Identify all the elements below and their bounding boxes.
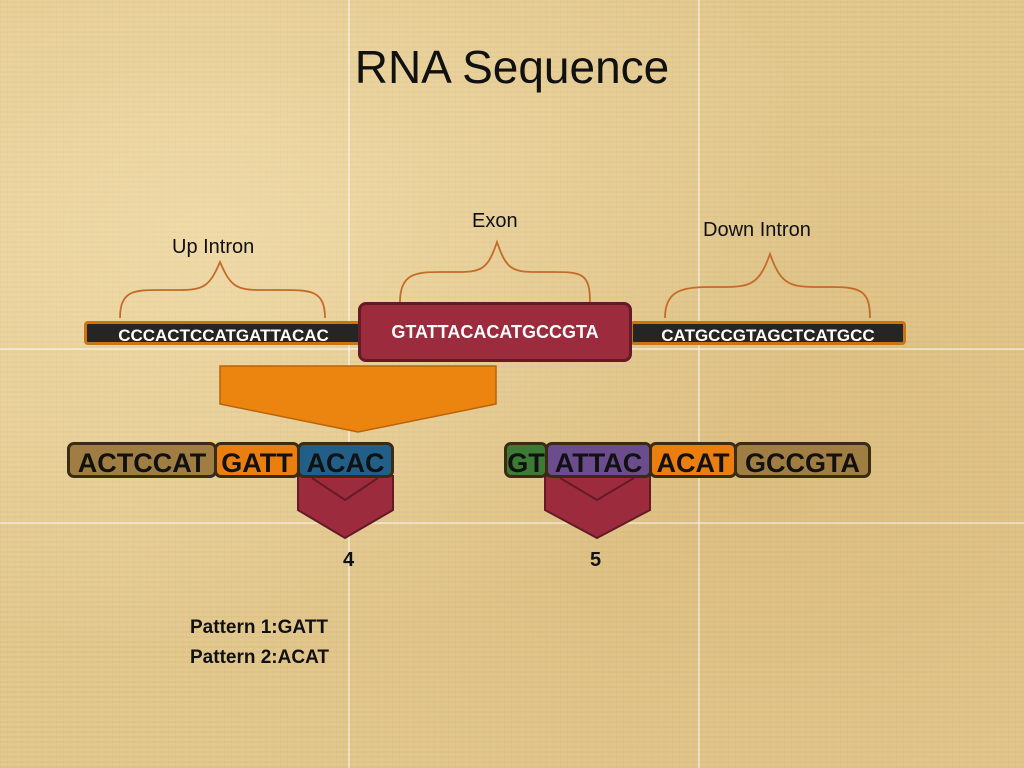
exon-brace [399,239,591,303]
left-chevron-marker [297,475,394,540]
splice-funnel-arrow [219,365,497,433]
up-intron-label: Up Intron [172,236,255,258]
exon-strand: GTATTACACATGCCGTA [358,302,632,362]
right-segment-4: GCCGTA [734,442,871,478]
pattern-2-text: Pattern 2:ACAT [190,647,329,668]
right-segment-3: ACAT [649,442,737,478]
left-chevron-notch [311,477,379,502]
right-position-number: 5 [590,549,602,571]
slide-title: RNA Sequence [354,41,670,93]
grid-line [698,0,700,768]
exon-label: Exon [472,210,518,232]
left-segment-1: ACTCCAT [67,442,217,478]
right-segment-2: ATTAC [545,442,652,478]
right-chevron-notch [559,477,635,502]
up-intron-strand: CCCACTCCATGATTACAC [84,321,363,345]
right-segment-1: GT [504,442,548,478]
left-segment-2: GATT [214,442,300,478]
down-intron-brace [664,251,871,319]
grid-line [0,522,1024,524]
up-intron-brace [119,259,326,319]
left-segment-3: ACAC [297,442,394,478]
down-intron-strand: CATGCCGTAGCTCATGCC [630,321,906,345]
down-intron-label: Down Intron [703,219,811,241]
pattern-1-text: Pattern 1:GATT [190,617,328,638]
left-position-number: 4 [343,549,355,571]
right-chevron-marker [544,475,651,540]
